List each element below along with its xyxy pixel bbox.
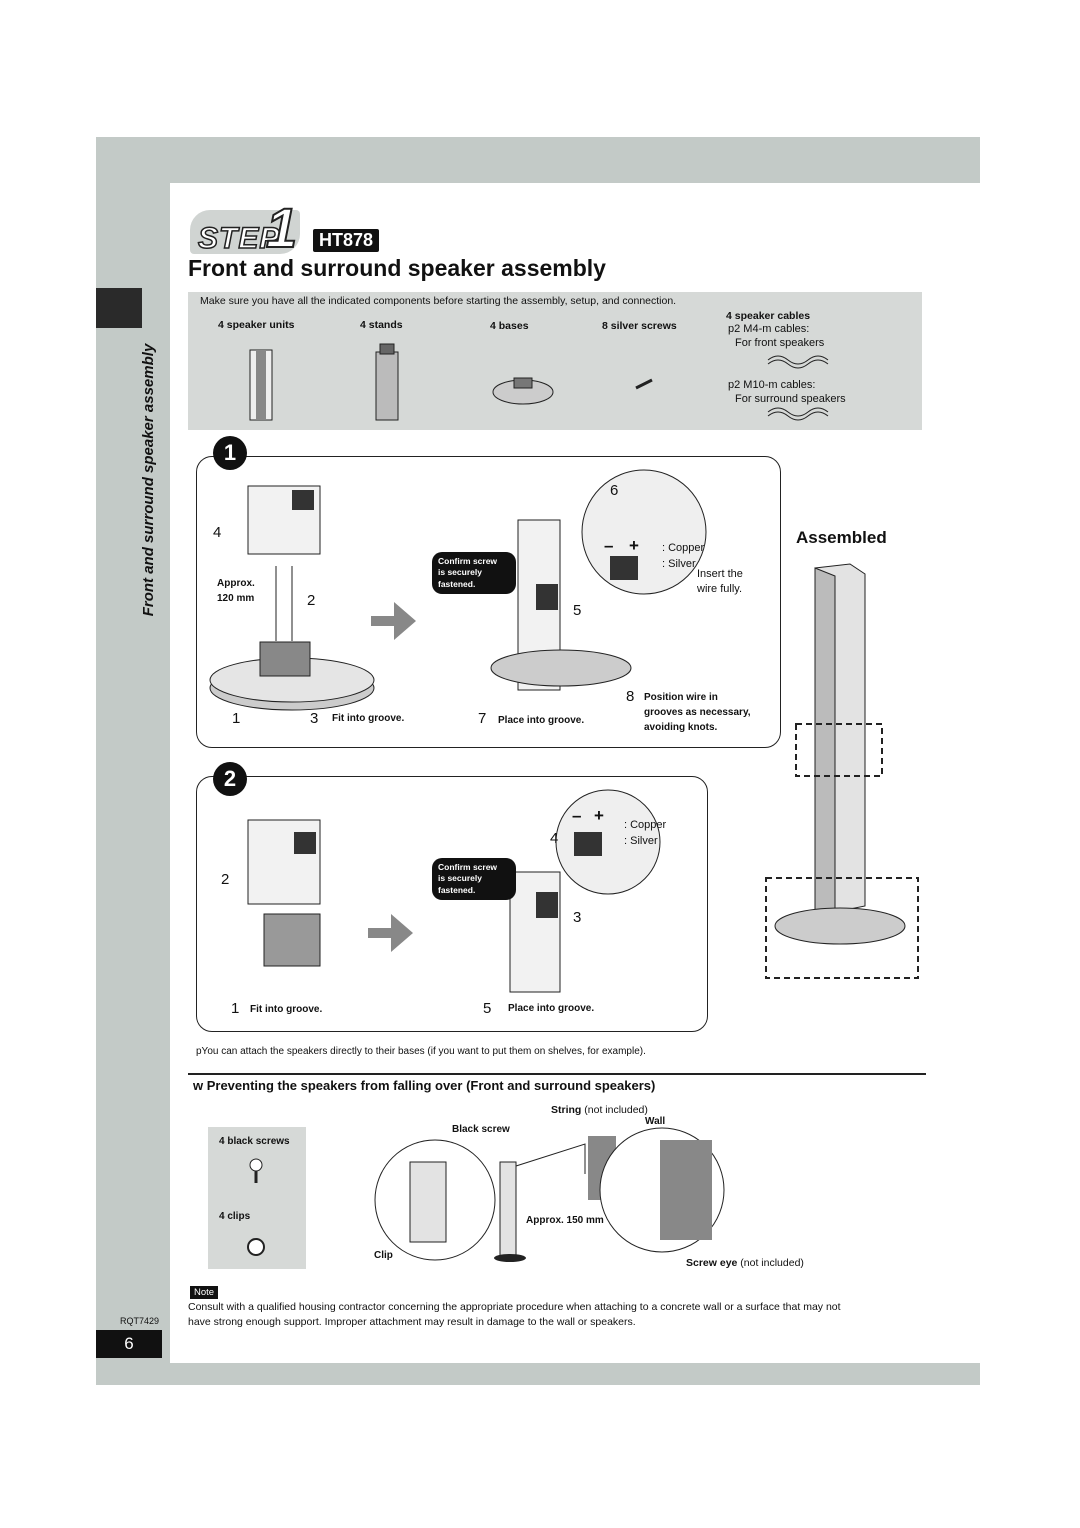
note-line-1: Consult with a qualified housing contrac… <box>188 1301 841 1313</box>
assembled-speaker-illustration <box>765 563 919 979</box>
p1-minus: – <box>604 536 614 555</box>
p1-position-2: grooves as necessary, <box>644 707 751 718</box>
p1-place-groove: Place into groove. <box>498 715 585 726</box>
cables-front: p2 M4-m cables: <box>728 323 810 335</box>
base-icon <box>492 377 554 405</box>
p2-fit-groove: Fit into groove. <box>250 1004 323 1015</box>
page-title: Front and surround speaker assembly <box>188 255 606 281</box>
prevent-parts-illustration <box>247 1158 265 1256</box>
page-number: 6 <box>96 1330 162 1358</box>
screws-label: 8 silver screws <box>602 320 677 332</box>
divider <box>188 1073 926 1075</box>
step-circle-1: 1 <box>213 436 247 470</box>
cables-surround-note: For surround speakers <box>735 393 846 405</box>
p2-step-4: 4 <box>550 830 559 847</box>
stand-icon <box>375 343 399 421</box>
clips-label: 4 clips <box>219 1211 251 1222</box>
prevent-illustration <box>374 1127 725 1262</box>
screw-icon <box>635 378 653 390</box>
p1-position-1: Position wire in <box>644 692 718 703</box>
p1-step-1: 1 <box>232 710 241 727</box>
p2-step-5: 5 <box>483 1000 492 1017</box>
cables-front-note: For front speakers <box>735 337 825 349</box>
components-illustration <box>249 343 829 421</box>
shelf-note: pYou can attach the speakers directly to… <box>196 1046 646 1057</box>
p1-step-3: 3 <box>310 710 319 727</box>
p2-silver: : Silver <box>624 835 658 847</box>
p2-confirm-callout: Confirm screw is securely fastened. <box>432 858 516 901</box>
model-badge: HT878 <box>313 229 380 252</box>
bottom-band <box>96 1363 980 1385</box>
p2-plus: + <box>594 806 604 825</box>
panel-2-illustration <box>247 789 661 993</box>
p2-step-1: 1 <box>231 1000 240 1017</box>
components-intro: Make sure you have all the indicated com… <box>200 295 677 307</box>
approx-150: Approx. 150 mm <box>526 1215 604 1226</box>
prevent-heading: w Preventing the speakers from falling o… <box>193 1078 656 1093</box>
components-box <box>188 292 922 430</box>
black-screw-callout: Black screw <box>452 1124 510 1135</box>
p1-silver: : Silver <box>662 558 696 570</box>
speaker-unit-icon <box>249 349 273 421</box>
sidebar-title: Front and surround speaker assembly <box>140 343 157 617</box>
p1-approx: Approx. <box>217 578 255 589</box>
p1-step-6: 6 <box>610 482 619 499</box>
black-screws-label: 4 black screws <box>219 1136 290 1147</box>
p1-plus: + <box>629 536 639 555</box>
top-band <box>96 137 980 183</box>
panel-1-illustration <box>209 469 707 711</box>
assembled-label: Assembled <box>796 528 887 547</box>
p1-insert-2: wire fully. <box>697 583 743 595</box>
p1-step-2: 2 <box>307 592 316 609</box>
p1-step-5: 5 <box>573 602 582 619</box>
cables-surround: p2 M10-m cables: <box>728 379 816 391</box>
cable-icon <box>767 355 829 421</box>
screw-eye-label: Screw eye (not included) <box>686 1257 804 1269</box>
step-word: STEP <box>197 221 281 256</box>
p1-insert-1: Insert the <box>697 568 743 580</box>
p1-fit-groove: Fit into groove. <box>332 713 405 724</box>
p1-approx-mm: 120 mm <box>217 593 255 604</box>
step-circle-2: 2 <box>213 762 247 796</box>
p1-step-4: 4 <box>213 524 222 541</box>
step-badge <box>190 210 300 254</box>
cables-label: 4 speaker cables <box>726 310 811 322</box>
string-label: String (not included) <box>551 1104 648 1116</box>
p1-position-3: avoiding knots. <box>644 722 718 733</box>
clip-label: Clip <box>374 1250 393 1261</box>
speaker-units-label: 4 speaker units <box>218 319 295 331</box>
document-code: RQT7429 <box>120 1316 160 1326</box>
p1-step-8: 8 <box>626 688 635 705</box>
p1-copper: : Copper <box>662 542 705 554</box>
p1-confirm-callout: Confirm screw is securely fastened. <box>432 552 516 595</box>
p2-place-groove: Place into groove. <box>508 1003 595 1014</box>
p2-step-3: 3 <box>573 909 582 926</box>
p2-step-2: 2 <box>221 871 230 888</box>
bases-label: 4 bases <box>490 320 529 332</box>
step-number: 1 <box>265 196 298 259</box>
p2-copper: : Copper <box>624 819 667 831</box>
wall-label: Wall <box>645 1116 666 1127</box>
note-tag: Note <box>190 1286 219 1299</box>
p2-minus: – <box>572 806 582 825</box>
p1-step-7: 7 <box>478 710 487 727</box>
note-line-2: have strong enough support. Improper att… <box>188 1316 636 1328</box>
sidebar-tab <box>96 288 142 328</box>
stands-label: 4 stands <box>360 319 403 331</box>
left-band <box>96 183 170 1363</box>
